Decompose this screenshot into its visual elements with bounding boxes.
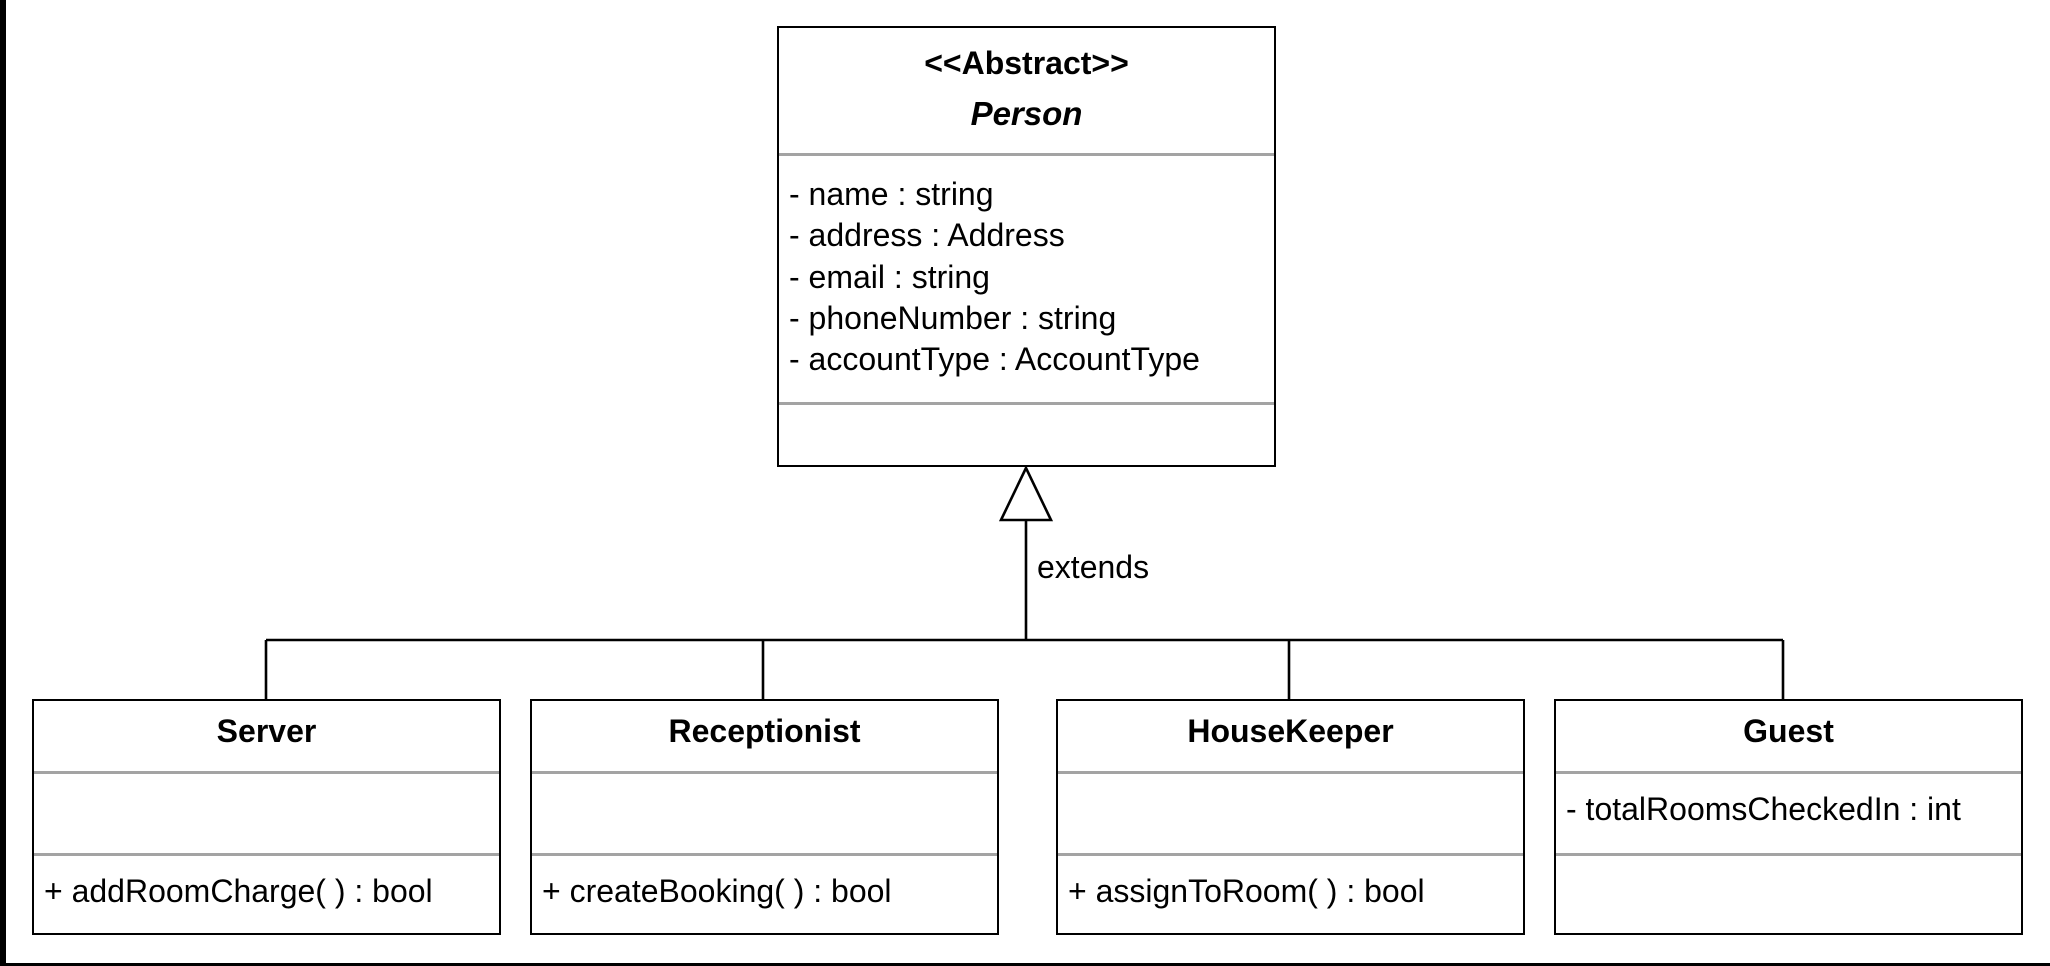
attribute: - totalRoomsCheckedIn : int xyxy=(1566,791,1961,827)
class-name: Person xyxy=(970,95,1083,132)
inheritance-connectors: extends xyxy=(264,464,1785,699)
method: + addRoomCharge( ) : bool xyxy=(44,873,433,909)
compartment-divider xyxy=(34,853,499,856)
compartment-divider xyxy=(532,853,997,856)
class-housekeeper[interactable]: HouseKeeper + assignToRoom( ) : bool xyxy=(1056,699,1525,935)
attribute: - address : Address xyxy=(789,217,1065,253)
method: + createBooking( ) : bool xyxy=(542,873,892,909)
generalization-arrowhead xyxy=(998,464,1054,522)
class-name: Guest xyxy=(1743,713,1834,749)
compartment-divider xyxy=(1556,853,2021,856)
compartment-divider xyxy=(1058,771,1523,774)
compartment-divider xyxy=(1556,771,2021,774)
attribute: - phoneNumber : string xyxy=(789,300,1117,336)
class-stereotype: <<Abstract>> xyxy=(924,45,1129,81)
edge-label-extends: extends xyxy=(1037,549,1149,585)
class-name: Receptionist xyxy=(668,713,861,749)
class-receptionist[interactable]: Receptionist + createBooking( ) : bool xyxy=(530,699,999,935)
compartment-divider xyxy=(779,153,1274,156)
attribute: - name : string xyxy=(789,176,994,212)
attribute: - accountType : AccountType xyxy=(789,341,1200,377)
compartment-divider xyxy=(34,771,499,774)
compartment-divider xyxy=(1058,853,1523,856)
attribute: - email : string xyxy=(789,259,990,295)
class-name: Server xyxy=(216,713,317,749)
compartment-divider xyxy=(532,771,997,774)
compartment-divider xyxy=(779,402,1274,405)
class-name: HouseKeeper xyxy=(1187,713,1394,749)
diagram-canvas: extends <<Abstract>> Person - name : str… xyxy=(6,0,2050,963)
method: + assignToRoom( ) : bool xyxy=(1068,873,1425,909)
class-guest[interactable]: Guest - totalRoomsCheckedIn : int xyxy=(1554,699,2023,935)
class-person[interactable]: <<Abstract>> Person - name : string - ad… xyxy=(777,26,1276,467)
class-server[interactable]: Server + addRoomCharge( ) : bool xyxy=(32,699,501,935)
